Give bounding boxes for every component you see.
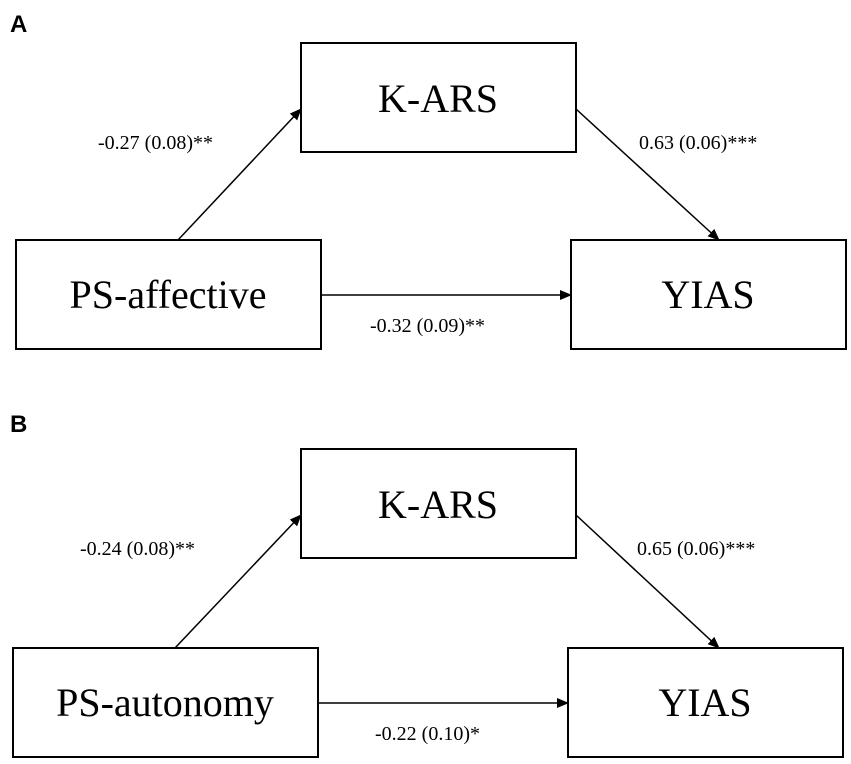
mediator-box-b — [300, 448, 577, 559]
panel-a: A K-ARS PS-affective YIAS -0.27 (0.08)**… — [10, 11, 847, 350]
predictor-box-a — [15, 239, 322, 350]
panel-letter-b: B — [10, 411, 27, 438]
mediator-box-a — [300, 42, 577, 153]
path-a-coef-b: -0.24 (0.08)** — [80, 538, 195, 560]
path-c-coef-b: -0.22 (0.10)* — [375, 723, 480, 745]
path-b-arrow-a — [575, 108, 720, 241]
outcome-label-b: YIAS — [658, 680, 751, 725]
outcome-label-a: YIAS — [661, 272, 754, 317]
panel-letter-a: A — [10, 11, 27, 38]
predictor-label-b: PS-autonomy — [56, 680, 274, 725]
panel-b: B K-ARS PS-autonomy YIAS -0.24 (0.08)** … — [10, 411, 844, 758]
path-c-coef-a: -0.32 (0.09)** — [370, 315, 485, 337]
path-a-arrow-a — [177, 108, 302, 241]
path-b-coef-b: 0.65 (0.06)*** — [637, 538, 755, 560]
mediator-label-b: K-ARS — [378, 482, 498, 527]
outcome-box-b — [567, 647, 844, 758]
path-a-arrow-b — [174, 514, 302, 649]
mediator-label-a: K-ARS — [378, 76, 498, 121]
path-b-arrow-b — [575, 514, 720, 649]
predictor-label-a: PS-affective — [70, 272, 267, 317]
path-a-coef-a: -0.27 (0.08)** — [98, 132, 213, 154]
path-b-coef-a: 0.63 (0.06)*** — [639, 132, 757, 154]
